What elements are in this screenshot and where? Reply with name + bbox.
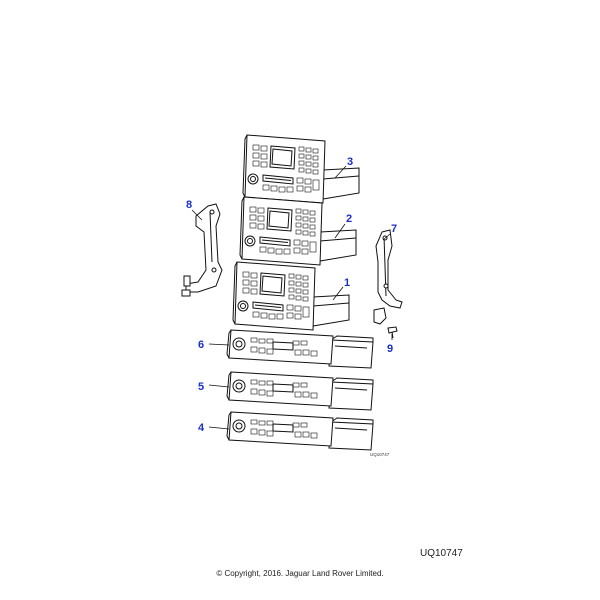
callout-8: 8 xyxy=(186,199,192,211)
control-unit-5 xyxy=(226,371,374,411)
bracket-left xyxy=(181,203,223,297)
drawing-code: UQ10747 xyxy=(370,452,390,457)
head-unit-2 xyxy=(239,196,357,266)
head-unit-1 xyxy=(232,261,350,331)
diagram-code: UQ10747 xyxy=(420,548,463,559)
bracket-right xyxy=(373,229,403,325)
callout-3: 3 xyxy=(347,156,353,168)
callout-9: 9 xyxy=(387,343,393,355)
callout-5: 5 xyxy=(198,381,204,393)
callout-1: 1 xyxy=(344,277,350,289)
screw xyxy=(387,326,398,339)
control-unit-4 xyxy=(226,411,374,451)
copyright-notice: © Copyright, 2016. Jaguar Land Rover Lim… xyxy=(216,569,384,578)
callout-2: 2 xyxy=(346,213,352,225)
callout-7: 7 xyxy=(391,223,397,235)
head-unit-3 xyxy=(242,134,360,204)
leader-lines xyxy=(191,165,393,430)
callout-4: 4 xyxy=(198,422,205,434)
callout-6: 6 xyxy=(198,339,204,351)
control-unit-6 xyxy=(226,329,374,369)
